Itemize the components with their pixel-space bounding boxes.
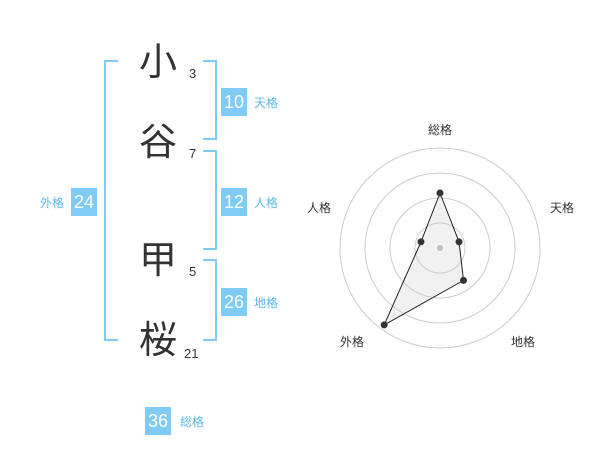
radar-ring-2 — [389, 197, 491, 299]
tenkaku-bracket — [203, 60, 217, 140]
radar-point-jinkaku — [417, 238, 425, 246]
chikaku-bracket — [203, 259, 217, 341]
chikaku-label: 地格 — [254, 296, 279, 310]
soukaku-value: 36 — [145, 407, 172, 435]
name-char-1: 小 — [138, 40, 177, 84]
radar-center-dot — [437, 245, 443, 251]
radar-axis-label-jinkaku: 人格 — [307, 201, 332, 215]
radar-point-soukaku — [436, 189, 444, 197]
soukaku-label: 総格 — [180, 415, 205, 429]
jinkaku-value: 12 — [221, 188, 248, 216]
gaikaku-label: 外格 — [40, 196, 65, 210]
radar-axis-label-chikaku: 地格 — [511, 335, 536, 349]
gaikaku-value: 24 — [71, 188, 98, 216]
gaikaku-bracket — [104, 60, 118, 341]
stroke-count-1: 3 — [189, 66, 197, 81]
radar-axis-label-soukaku: 総格 — [428, 123, 453, 137]
jinkaku-bracket — [203, 150, 217, 250]
tenkaku-label: 天格 — [254, 96, 279, 110]
stroke-count-4: 21 — [184, 346, 199, 361]
name-char-3: 甲 — [138, 238, 177, 282]
jinkaku-label: 人格 — [254, 196, 279, 210]
radar-axis-label-tenkaku: 天格 — [550, 201, 575, 215]
radar-series-shape — [383, 191, 465, 327]
name-char-4: 桜 — [138, 318, 177, 362]
radar-ring-4 — [339, 147, 541, 349]
radar-point-gaikaku — [380, 321, 388, 329]
name-char-2: 谷 — [138, 120, 177, 164]
radar-ring-1 — [414, 222, 466, 274]
stroke-count-2: 7 — [189, 146, 197, 161]
radar-ring-3 — [364, 172, 516, 324]
radar-point-chikaku — [460, 276, 468, 284]
chikaku-value: 26 — [221, 288, 248, 316]
radar-point-tenkaku — [455, 238, 463, 246]
tenkaku-value: 10 — [221, 88, 248, 116]
radar-axis-label-gaikaku: 外格 — [340, 335, 365, 349]
stroke-count-3: 5 — [189, 264, 197, 279]
